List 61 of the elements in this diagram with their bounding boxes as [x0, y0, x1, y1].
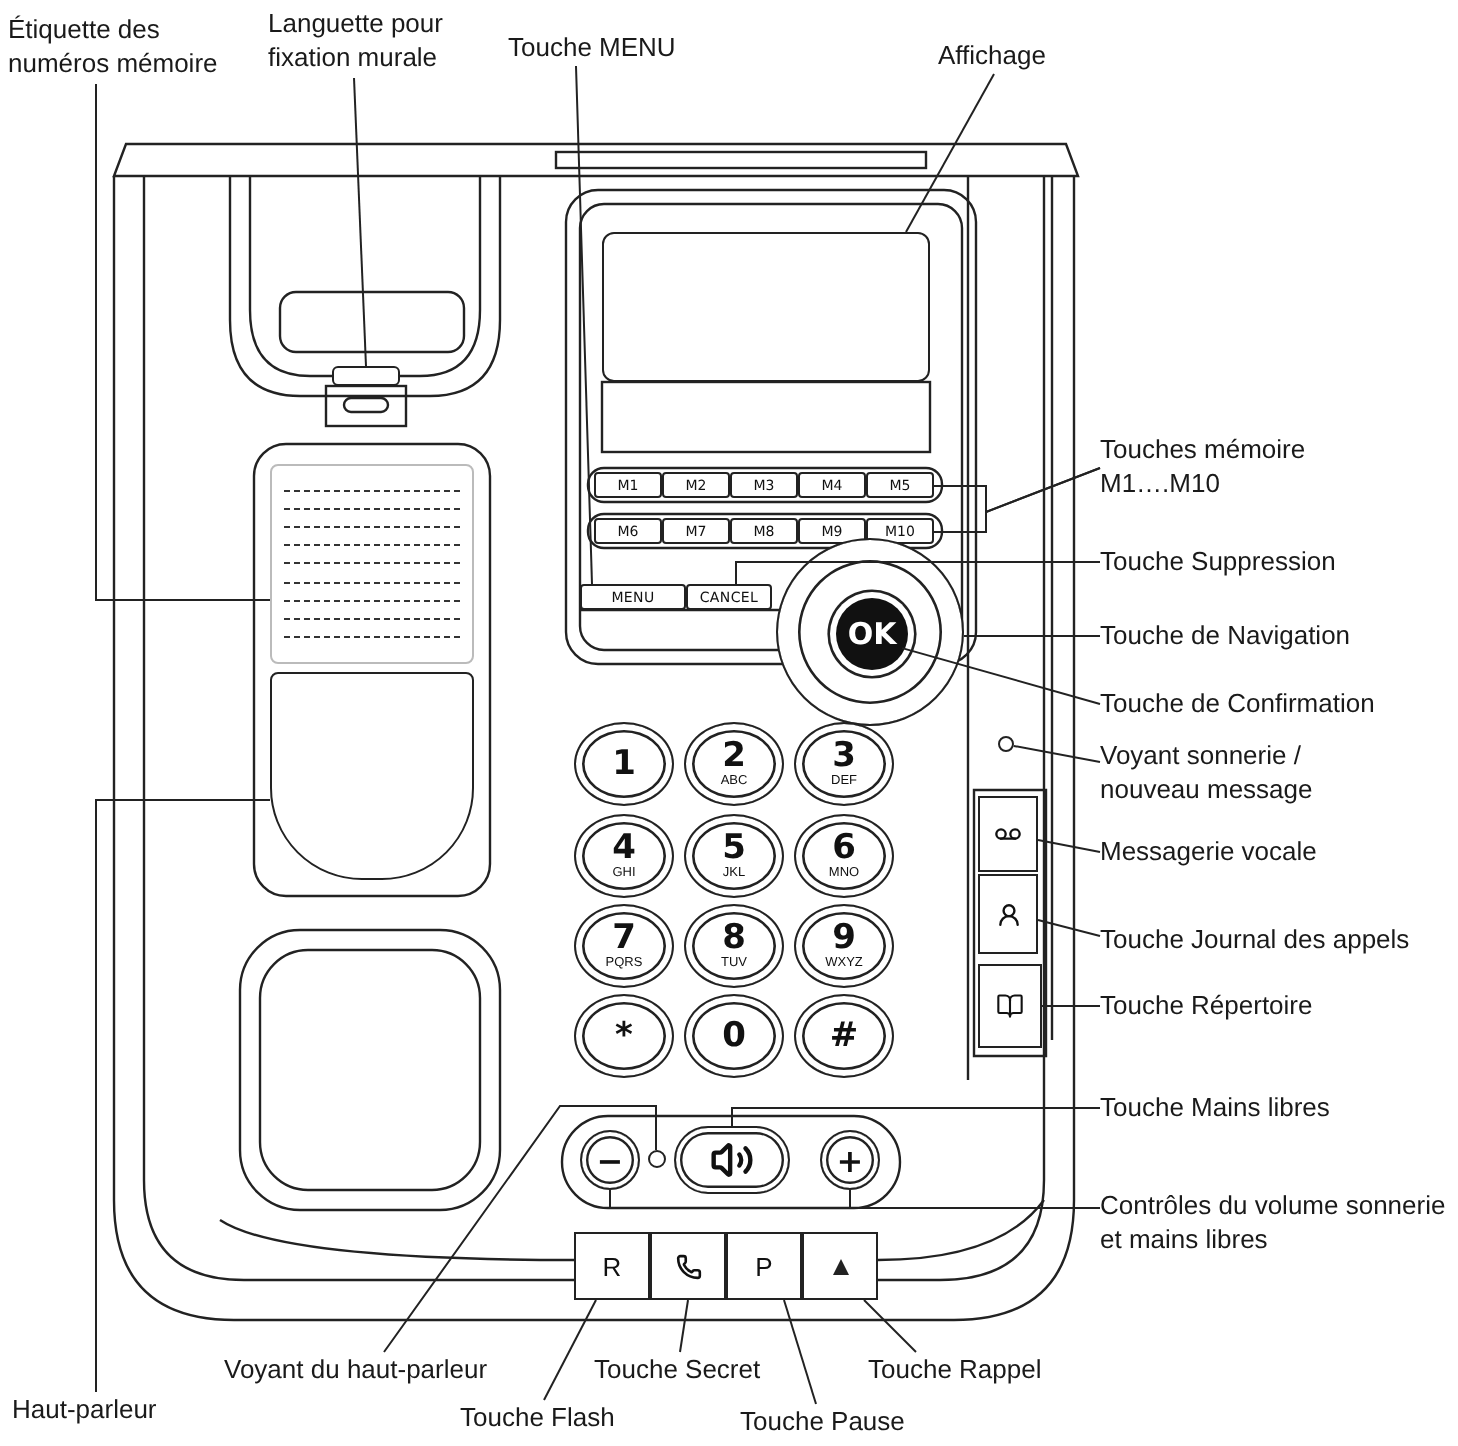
- leader-line: [735, 561, 1101, 585]
- callout-label: Affichage: [938, 38, 1082, 74]
- leader-line: [1041, 1005, 1101, 1007]
- leader-line: [679, 1299, 689, 1353]
- redial-key: [802, 1232, 878, 1300]
- callout-label: Touche Répertoire: [1100, 988, 1340, 1024]
- callout-label: Voyant sonnerie / nouveau message: [1100, 738, 1400, 810]
- callout-label: Touche Pause: [740, 1404, 920, 1440]
- callout-label: Voyant du haut-parleur: [224, 1352, 514, 1388]
- callout-label: Contrôles du volume sonnerie et mains libres: [1100, 1188, 1452, 1260]
- display-screen: [602, 232, 930, 382]
- callout-label: Haut-parleur: [12, 1392, 172, 1428]
- wall-mount-tab: [332, 366, 400, 386]
- leader-line: [783, 1299, 817, 1405]
- voicemail-key: [978, 796, 1038, 872]
- leader-line: [1037, 919, 1101, 937]
- speaker-led: [648, 1150, 666, 1168]
- speaker-grille: [270, 672, 474, 880]
- leader-line: [575, 65, 593, 585]
- leader-line: [731, 1107, 1101, 1127]
- callout-label: Étiquette des numéros mémoire: [8, 12, 268, 84]
- leader-line: [95, 83, 271, 601]
- callout-label: Touche Secret: [594, 1352, 774, 1388]
- keypad-key: 0: [684, 994, 784, 1078]
- callout-label: Touche MENU: [508, 30, 718, 66]
- callout-label: Languette pour fixation murale: [268, 6, 508, 78]
- secret-key: [650, 1232, 726, 1300]
- leader-line: [383, 1105, 657, 1353]
- leader-line: [962, 635, 1101, 637]
- keypad-key: #: [794, 994, 894, 1078]
- leader-line: [95, 799, 271, 1393]
- keypad-key: 1: [574, 722, 674, 806]
- leader-line: [933, 467, 1101, 533]
- callout-label: Touches mémoire M1….M10: [1100, 432, 1360, 504]
- keypad-key: *: [574, 994, 674, 1078]
- leader-line: [353, 77, 367, 367]
- callout-label: Touche Journal des appels: [1100, 922, 1430, 958]
- callout-label: Touche de Confirmation: [1100, 686, 1420, 722]
- leader-line: [863, 1299, 917, 1353]
- leader-line: [905, 73, 995, 233]
- callout-label: Touche Rappel: [868, 1352, 1048, 1388]
- flash-key: R: [574, 1232, 650, 1300]
- leader-line: [901, 647, 1101, 705]
- callout-label: Touche Suppression: [1100, 544, 1360, 580]
- handsfree-key: [674, 1126, 790, 1194]
- callout-label: Messagerie vocale: [1100, 834, 1360, 870]
- leader-line: [1012, 744, 1101, 763]
- call-log-key: [978, 874, 1038, 954]
- ok-button: OK: [836, 598, 908, 670]
- pause-key: P: [726, 1232, 802, 1300]
- volume-down-key: −: [580, 1130, 640, 1190]
- memory-label-card: [270, 464, 474, 664]
- callout-label: Touche Flash: [460, 1400, 630, 1436]
- navigation-ring: [776, 538, 964, 726]
- leader-line: [543, 1299, 597, 1401]
- volume-up-key: +: [820, 1130, 880, 1190]
- leader-line: [1037, 839, 1101, 853]
- directory-key: [978, 964, 1042, 1048]
- indicator-led: [998, 736, 1014, 752]
- callout-label: Touche Mains libres: [1100, 1090, 1360, 1126]
- callout-label: Touche de Navigation: [1100, 618, 1400, 654]
